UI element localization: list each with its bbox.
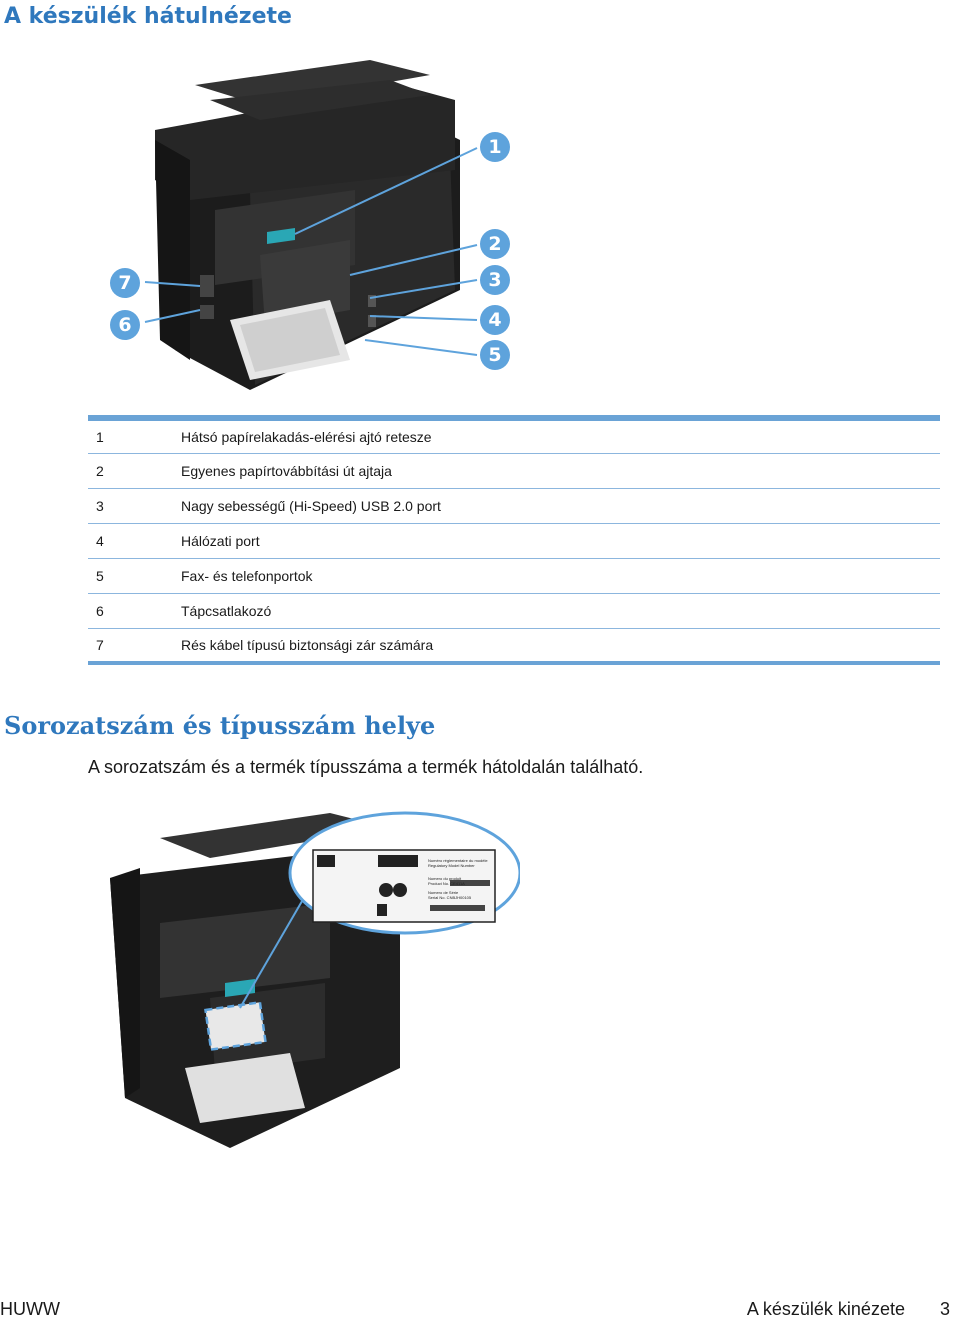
callout-5: 5	[480, 340, 510, 370]
part-number: 7	[96, 636, 104, 653]
printer-rear-view-figure: 1 2 3 4 5 6 7	[100, 60, 540, 400]
callout-6: 6	[110, 310, 140, 340]
part-number: 5	[96, 567, 104, 584]
label-line: Serial No. CNBJH00105	[428, 895, 472, 900]
table-row: 5 Fax- és telefonportok	[88, 558, 940, 593]
label-line: Numero de Série	[428, 890, 459, 895]
part-description: Rés kábel típusú biztonsági zár számára	[181, 636, 434, 653]
part-description: Hálózati port	[181, 532, 260, 549]
table-row: 6 Tápcsatlakozó	[88, 593, 940, 628]
table-row: 2 Egyenes papírtovábbítási út ajtaja	[88, 453, 940, 488]
part-number: 1	[96, 428, 104, 445]
footer-section-name: A készülék kinézete	[746, 1299, 905, 1319]
printer-rear-illustration	[144, 60, 478, 390]
part-number: 3	[96, 497, 104, 514]
label-text-block: Numéro réglementaire du modèle Regulator…	[428, 858, 488, 900]
serial-label-figure: Numéro réglementaire du modèle Regulator…	[100, 808, 522, 1153]
label-line: Numero du produit	[428, 876, 462, 881]
callout-4: 4	[480, 305, 510, 335]
callout-7: 7	[110, 268, 140, 298]
part-number: 6	[96, 602, 104, 619]
table-row: 4 Hálózati port	[88, 523, 940, 558]
part-description: Fax- és telefonportok	[181, 567, 313, 584]
label-line: Regulatory Model Number	[428, 863, 475, 868]
footer-section: A készülék kinézete 3	[747, 1299, 950, 1320]
callout-3: 3	[480, 265, 510, 295]
section-title-serial-location: Sorozatszám és típusszám helye	[4, 711, 436, 740]
part-description: Nagy sebességű (Hi-Speed) USB 2.0 port	[181, 497, 441, 514]
part-description: Hátsó papírelakadás-elérési ajtó retesze	[181, 428, 432, 445]
table-row: 1 Hátsó papírelakadás-elérési ajtó retes…	[88, 418, 940, 453]
parts-table: 1 Hátsó papírelakadás-elérési ajtó retes…	[88, 415, 940, 665]
part-number: 2	[96, 462, 104, 479]
callout-1: 1	[480, 132, 510, 162]
label-line: Product No. CE411A	[428, 881, 465, 886]
table-row: 7 Rés kábel típusú biztonsági zár számár…	[88, 628, 940, 663]
part-number: 4	[96, 532, 104, 549]
label-line: Numéro réglementaire du modèle	[428, 858, 488, 863]
serial-location-text: A sorozatszám és a termék típusszáma a t…	[88, 757, 644, 777]
page-number: 3	[939, 1299, 950, 1319]
callout-2: 2	[480, 229, 510, 259]
section-title-rear-view: A készülék hátulnézete	[4, 4, 292, 29]
part-description: Tápcsatlakozó	[181, 602, 272, 619]
table-row: 3 Nagy sebességű (Hi-Speed) USB 2.0 port	[88, 488, 940, 523]
printer-label-illustration	[110, 811, 522, 1148]
footer-doc-id: HUWW	[0, 1299, 60, 1319]
part-description: Egyenes papírtovábbítási út ajtaja	[181, 462, 392, 479]
